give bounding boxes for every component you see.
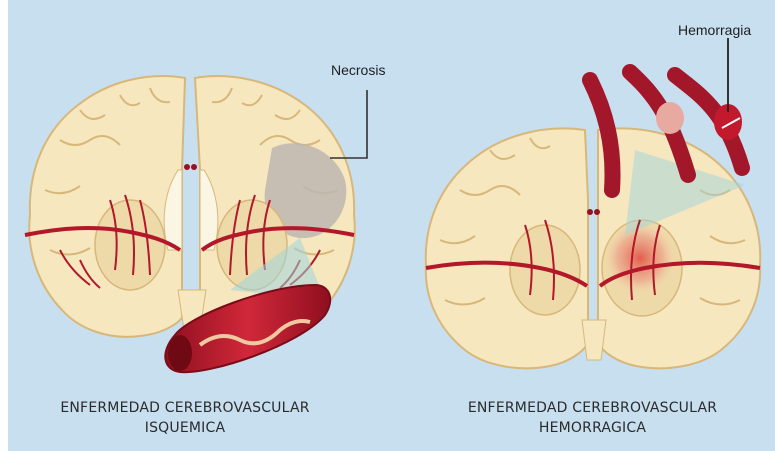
caption-ischemic-line2: ISQUEMICA [0, 418, 370, 438]
caption-ischemic: ENFERMEDAD CEREBROVASCULAR ISQUEMICA [0, 398, 370, 438]
ischemic-brain [25, 76, 367, 372]
hemorrhagic-brain [426, 38, 760, 368]
necrosis-label: Necrosis [331, 62, 385, 78]
caption-hemorrhagic-line2: HEMORRAGICA [400, 418, 775, 438]
hemorragia-label: Hemorragia [678, 22, 751, 38]
caption-hemorrhagic-line1: ENFERMEDAD CEREBROVASCULAR [400, 398, 775, 418]
hemorrhage-area [602, 220, 678, 296]
left-hemisphere [29, 76, 185, 337]
caption-ischemic-line1: ENFERMEDAD CEREBROVASCULAR [0, 398, 370, 418]
caption-hemorrhagic: ENFERMEDAD CEREBROVASCULAR HEMORRAGICA [400, 398, 775, 438]
